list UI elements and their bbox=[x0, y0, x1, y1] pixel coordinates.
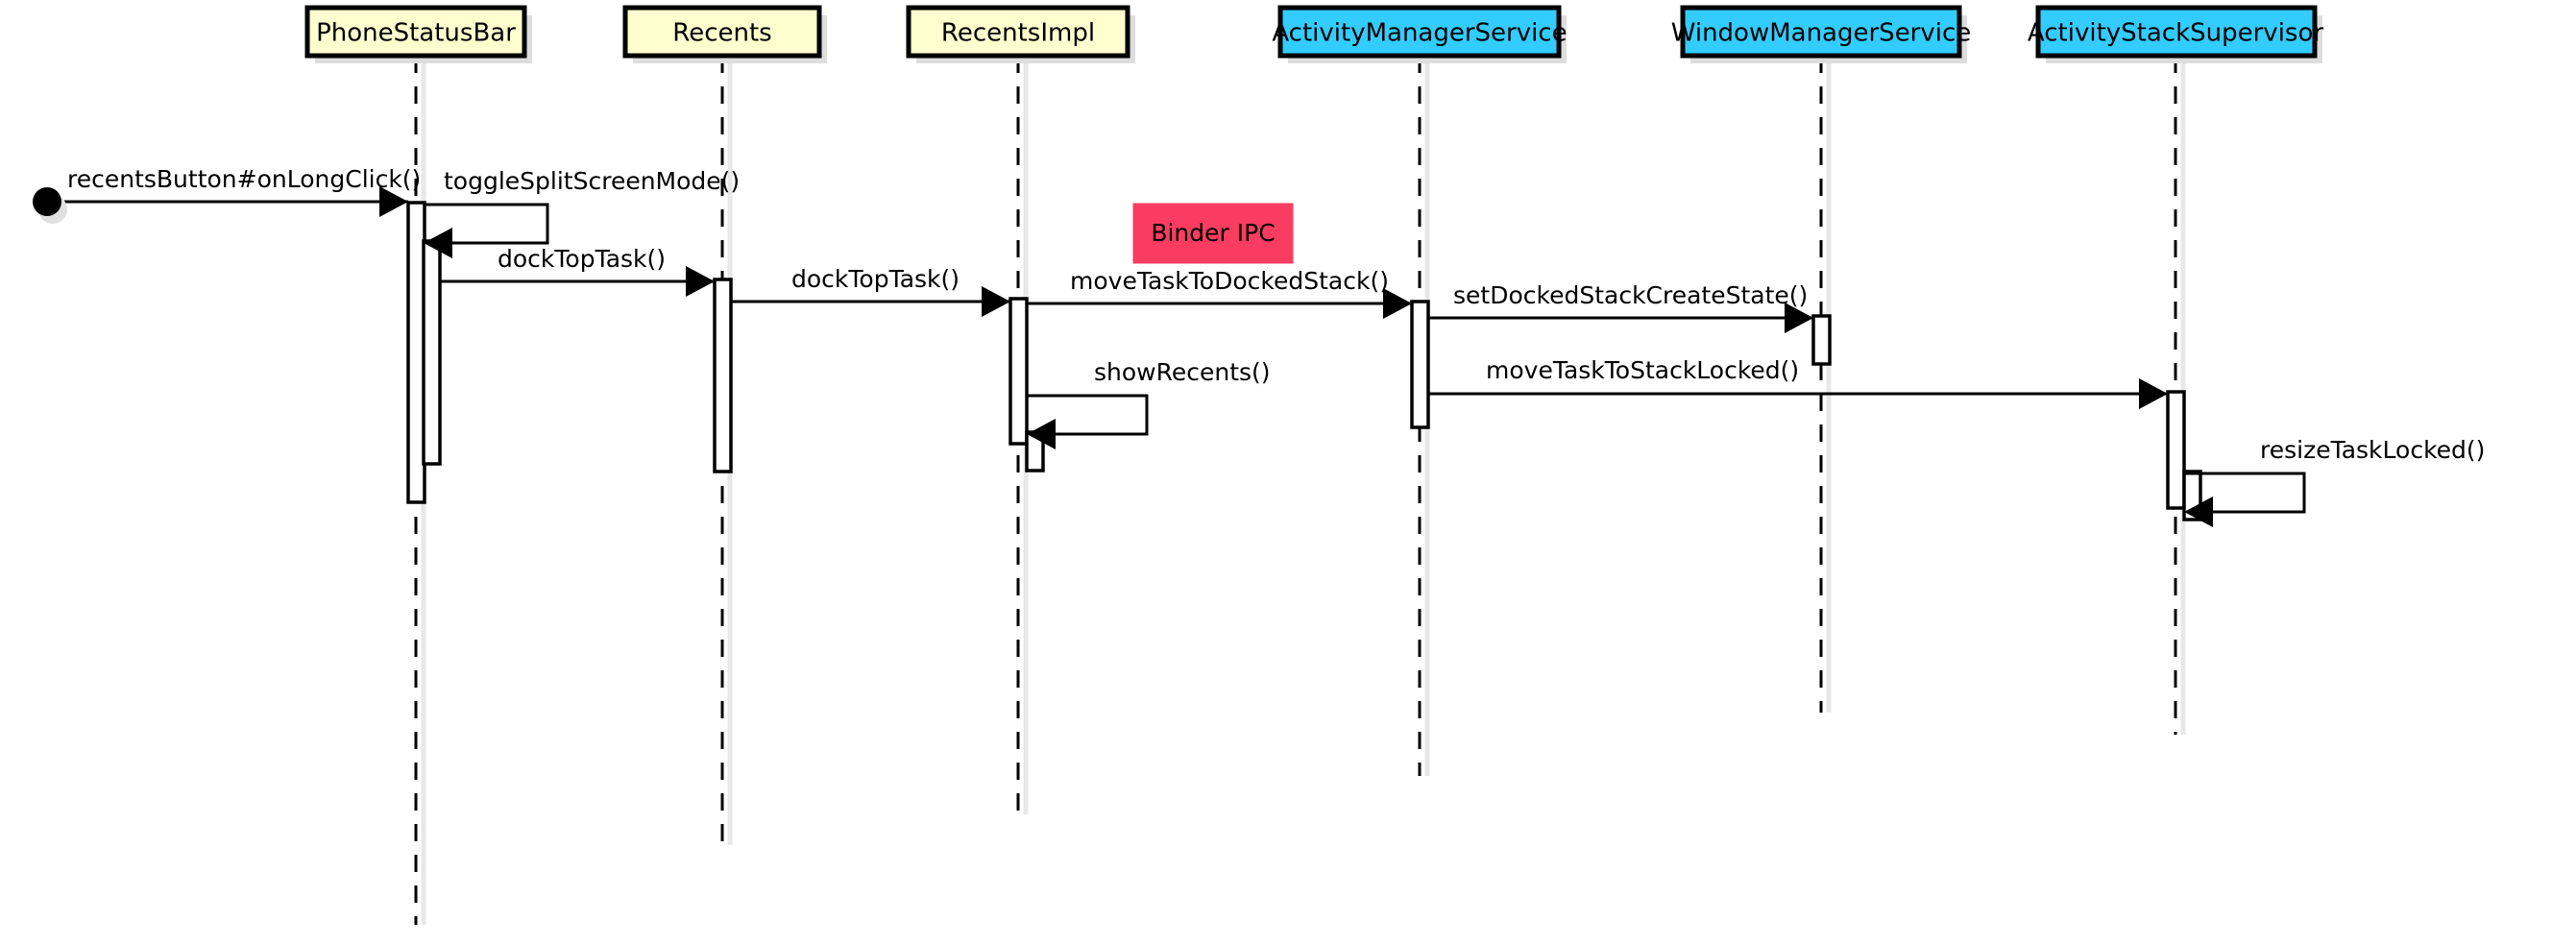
arrow-head-right bbox=[1785, 303, 1813, 333]
participant-box[interactable] bbox=[1680, 5, 1962, 59]
participant-box[interactable] bbox=[622, 5, 822, 59]
note-label: Binder IPC bbox=[1151, 219, 1275, 247]
act-windowmanagerservice bbox=[1811, 314, 1832, 366]
act-recentsimpl-outer bbox=[1009, 297, 1029, 446]
participant-label: PhoneStatusBar bbox=[316, 19, 516, 48]
participant-box[interactable] bbox=[304, 5, 527, 59]
participant-activitymanagerservice[interactable]: ActivityManagerService bbox=[1272, 5, 1567, 63]
participant-label: RecentsImpl bbox=[941, 19, 1095, 48]
message-m1: recentsButton#onLongClick() bbox=[54, 165, 421, 217]
arrow-head-right bbox=[2139, 378, 2168, 409]
activations-layer bbox=[406, 201, 2202, 521]
act-activitystacksupervisor-outer bbox=[2166, 390, 2186, 510]
participants-layer: PhoneStatusBar Recents RecentsImpl Activity… bbox=[304, 5, 2323, 63]
participant-windowmanagerservice[interactable]: WindowManagerService bbox=[1671, 5, 1972, 63]
message-label: setDockedStackCreateState() bbox=[1453, 281, 1808, 309]
participant-activitystacksupervisor[interactable]: ActivityStackSupervisor bbox=[2028, 5, 2323, 63]
actor-layer bbox=[33, 187, 67, 224]
arrow-head-left bbox=[1027, 419, 1056, 449]
message-m8: moveTaskToStackLocked() bbox=[1428, 356, 2168, 409]
participant-recentsimpl[interactable]: RecentsImpl bbox=[906, 5, 1135, 63]
participant-label: ActivityStackSupervisor bbox=[2028, 19, 2323, 48]
notes-layer: Binder IPC bbox=[1132, 203, 1294, 264]
message-label: moveTaskToDockedStack() bbox=[1070, 267, 1389, 295]
arrow-head-right bbox=[1383, 288, 1412, 319]
participant-label: Recents bbox=[672, 19, 771, 48]
message-m3: dockTopTask() bbox=[440, 245, 715, 297]
message-label: recentsButton#onLongClick() bbox=[67, 165, 421, 193]
self-call-path bbox=[424, 203, 549, 245]
message-label: dockTopTask() bbox=[791, 265, 960, 293]
arrow-head-left bbox=[424, 228, 452, 258]
message-m7: showRecents() bbox=[1027, 358, 1271, 449]
participant-recents[interactable]: Recents bbox=[622, 5, 827, 63]
act-recents bbox=[713, 278, 733, 473]
participant-label: ActivityManagerService bbox=[1272, 19, 1567, 48]
participant-box[interactable] bbox=[906, 5, 1130, 59]
message-m4: dockTopTask() bbox=[730, 265, 1010, 317]
participant-label: WindowManagerService bbox=[1671, 19, 1972, 48]
participant-box[interactable] bbox=[1277, 5, 1562, 59]
message-label: dockTopTask() bbox=[498, 245, 666, 273]
arrow-head-right bbox=[686, 266, 715, 297]
message-m9: resizeTaskLocked() bbox=[2184, 436, 2485, 527]
lifeline-windowmanagerservice bbox=[1819, 56, 1832, 713]
message-label: resizeTaskLocked() bbox=[2260, 436, 2485, 464]
actor-external-caller bbox=[33, 187, 67, 224]
note-box bbox=[1132, 203, 1294, 264]
act-phonestatusbar-inner bbox=[422, 239, 442, 466]
message-m2: toggleSplitScreenMode() bbox=[424, 167, 740, 258]
message-m6: setDockedStackCreateState() bbox=[1428, 281, 1813, 333]
act-activitymanagerservice bbox=[1410, 300, 1430, 429]
binder-ipc-note: Binder IPC bbox=[1132, 203, 1294, 264]
arrow-head-right bbox=[379, 186, 408, 217]
participant-box[interactable] bbox=[2035, 5, 2318, 59]
participant-phonestatusbar[interactable]: PhoneStatusBar bbox=[304, 5, 532, 63]
self-call-path bbox=[2184, 472, 2306, 514]
message-label: moveTaskToStackLocked() bbox=[1486, 356, 1799, 384]
arrow-head-right bbox=[982, 286, 1010, 317]
message-label: toggleSplitScreenMode() bbox=[444, 167, 740, 195]
actor-start-dot bbox=[33, 187, 61, 216]
arrow-head-left bbox=[2184, 497, 2213, 527]
message-label: showRecents() bbox=[1094, 358, 1271, 386]
self-call-path bbox=[1027, 394, 1149, 436]
messages-layer: recentsButton#onLongClick() toggleSplitSc… bbox=[54, 165, 2485, 527]
message-m5: moveTaskToDockedStack() bbox=[1027, 267, 1412, 319]
